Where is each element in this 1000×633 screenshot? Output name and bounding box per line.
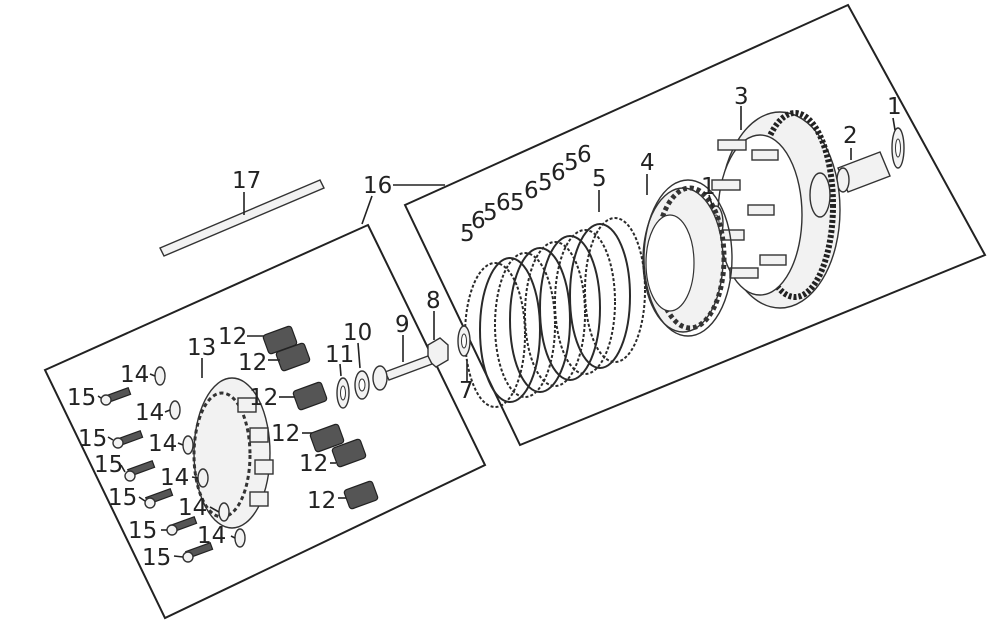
clutch-basket-group-frame — [403, 3, 987, 447]
callout-12-e: 12 — [299, 451, 328, 477]
callout-6-c: 6 — [524, 178, 539, 204]
callout-13: 13 — [187, 335, 216, 361]
spring-e — [331, 438, 367, 468]
part-17-pushrod — [159, 179, 325, 257]
part-15-bolts — [100, 386, 214, 563]
callout-labels: 17 16 3 2 1 1 4 5 6 5 6 5 6 5 6 5 6 5 7 … — [67, 84, 902, 571]
part-11-washer — [336, 377, 350, 409]
part-7-washer — [457, 325, 471, 357]
spring-b — [275, 342, 311, 372]
callout-15-e: 15 — [128, 518, 157, 544]
callout-14-c: 14 — [148, 431, 177, 457]
callout-17: 17 — [232, 168, 261, 194]
callout-5-d: 5 — [510, 190, 525, 216]
callout-8: 8 — [426, 288, 441, 314]
callout-10: 10 — [343, 320, 372, 346]
callout-5-c: 5 — [483, 200, 498, 226]
part-4-clutch-hub — [642, 179, 733, 337]
callout-12-d: 12 — [271, 421, 300, 447]
spring-c — [292, 381, 328, 411]
callout-7: 7 — [459, 378, 474, 404]
callout-3: 3 — [734, 84, 749, 110]
callout-15-a: 15 — [67, 385, 96, 411]
callout-15-f: 15 — [142, 545, 171, 571]
callout-1-right: 1 — [887, 94, 902, 120]
callout-2: 2 — [843, 123, 858, 149]
callout-14-f: 14 — [197, 523, 226, 549]
callout-6-d: 6 — [551, 160, 566, 186]
callout-15-b: 15 — [78, 426, 107, 452]
pressure-plate-group-frame — [43, 223, 487, 620]
part-10-bearing — [354, 370, 370, 400]
callout-6-e: 6 — [577, 142, 592, 168]
callout-12-b: 12 — [238, 350, 267, 376]
callout-14-a: 14 — [120, 362, 149, 388]
callout-5-f: 5 — [564, 150, 579, 176]
callout-15-c: 15 — [94, 452, 123, 478]
callout-16: 16 — [363, 173, 392, 199]
part-9-pushrod-bearing — [372, 355, 433, 391]
leader-lines — [97, 106, 896, 558]
callout-1-left: 1 — [701, 174, 716, 200]
callout-15-d: 15 — [108, 485, 137, 511]
callout-5-b: 5 — [460, 221, 475, 247]
callout-5-g: 5 — [592, 166, 607, 192]
callout-12-a: 12 — [218, 324, 247, 350]
parts-5-6-clutch-plate-stack — [464, 217, 646, 408]
callout-11: 11 — [325, 342, 354, 368]
spring-f — [343, 480, 379, 510]
part-1-washer-right — [891, 127, 905, 169]
callout-5-e: 5 — [538, 170, 553, 196]
callout-12-f: 12 — [307, 488, 336, 514]
callout-14-b: 14 — [135, 400, 164, 426]
callout-14-d: 14 — [160, 465, 189, 491]
part-12-springs — [262, 325, 379, 510]
part-2-bushing — [836, 151, 891, 193]
callout-6-b: 6 — [496, 190, 511, 216]
part-14-washers — [154, 366, 246, 548]
callout-6-a: 6 — [471, 208, 486, 234]
callout-12-c: 12 — [249, 385, 278, 411]
callout-14-e: 14 — [178, 495, 207, 521]
spring-d — [309, 423, 345, 453]
callout-4: 4 — [640, 150, 655, 176]
callout-9: 9 — [395, 312, 410, 338]
